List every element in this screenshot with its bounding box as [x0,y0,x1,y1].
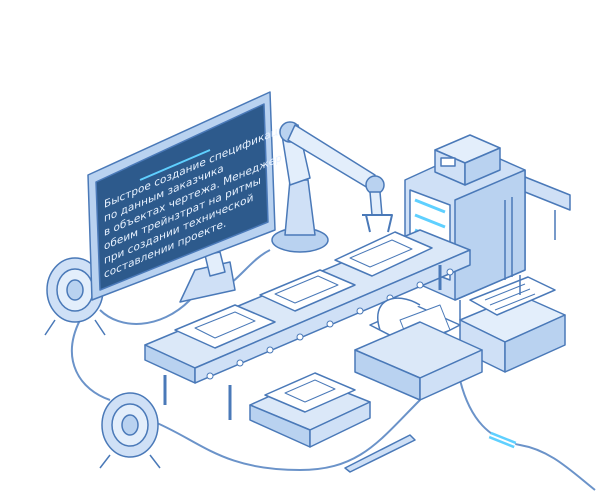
cables [70,249,596,491]
blueprint-sheet [174,231,433,349]
pen-icon [344,434,416,473]
monitor: Быстрое создание спецификаций по данным … [87,91,292,303]
usb-connector-icon [488,431,517,449]
cable-reel-icon [44,257,106,336]
monitor-screen [95,103,269,291]
robot-arm [271,121,393,253]
cable-reel-icon [99,392,161,469]
document-tray [354,297,483,401]
paper-stack [459,276,566,373]
paper-stack [249,372,371,448]
